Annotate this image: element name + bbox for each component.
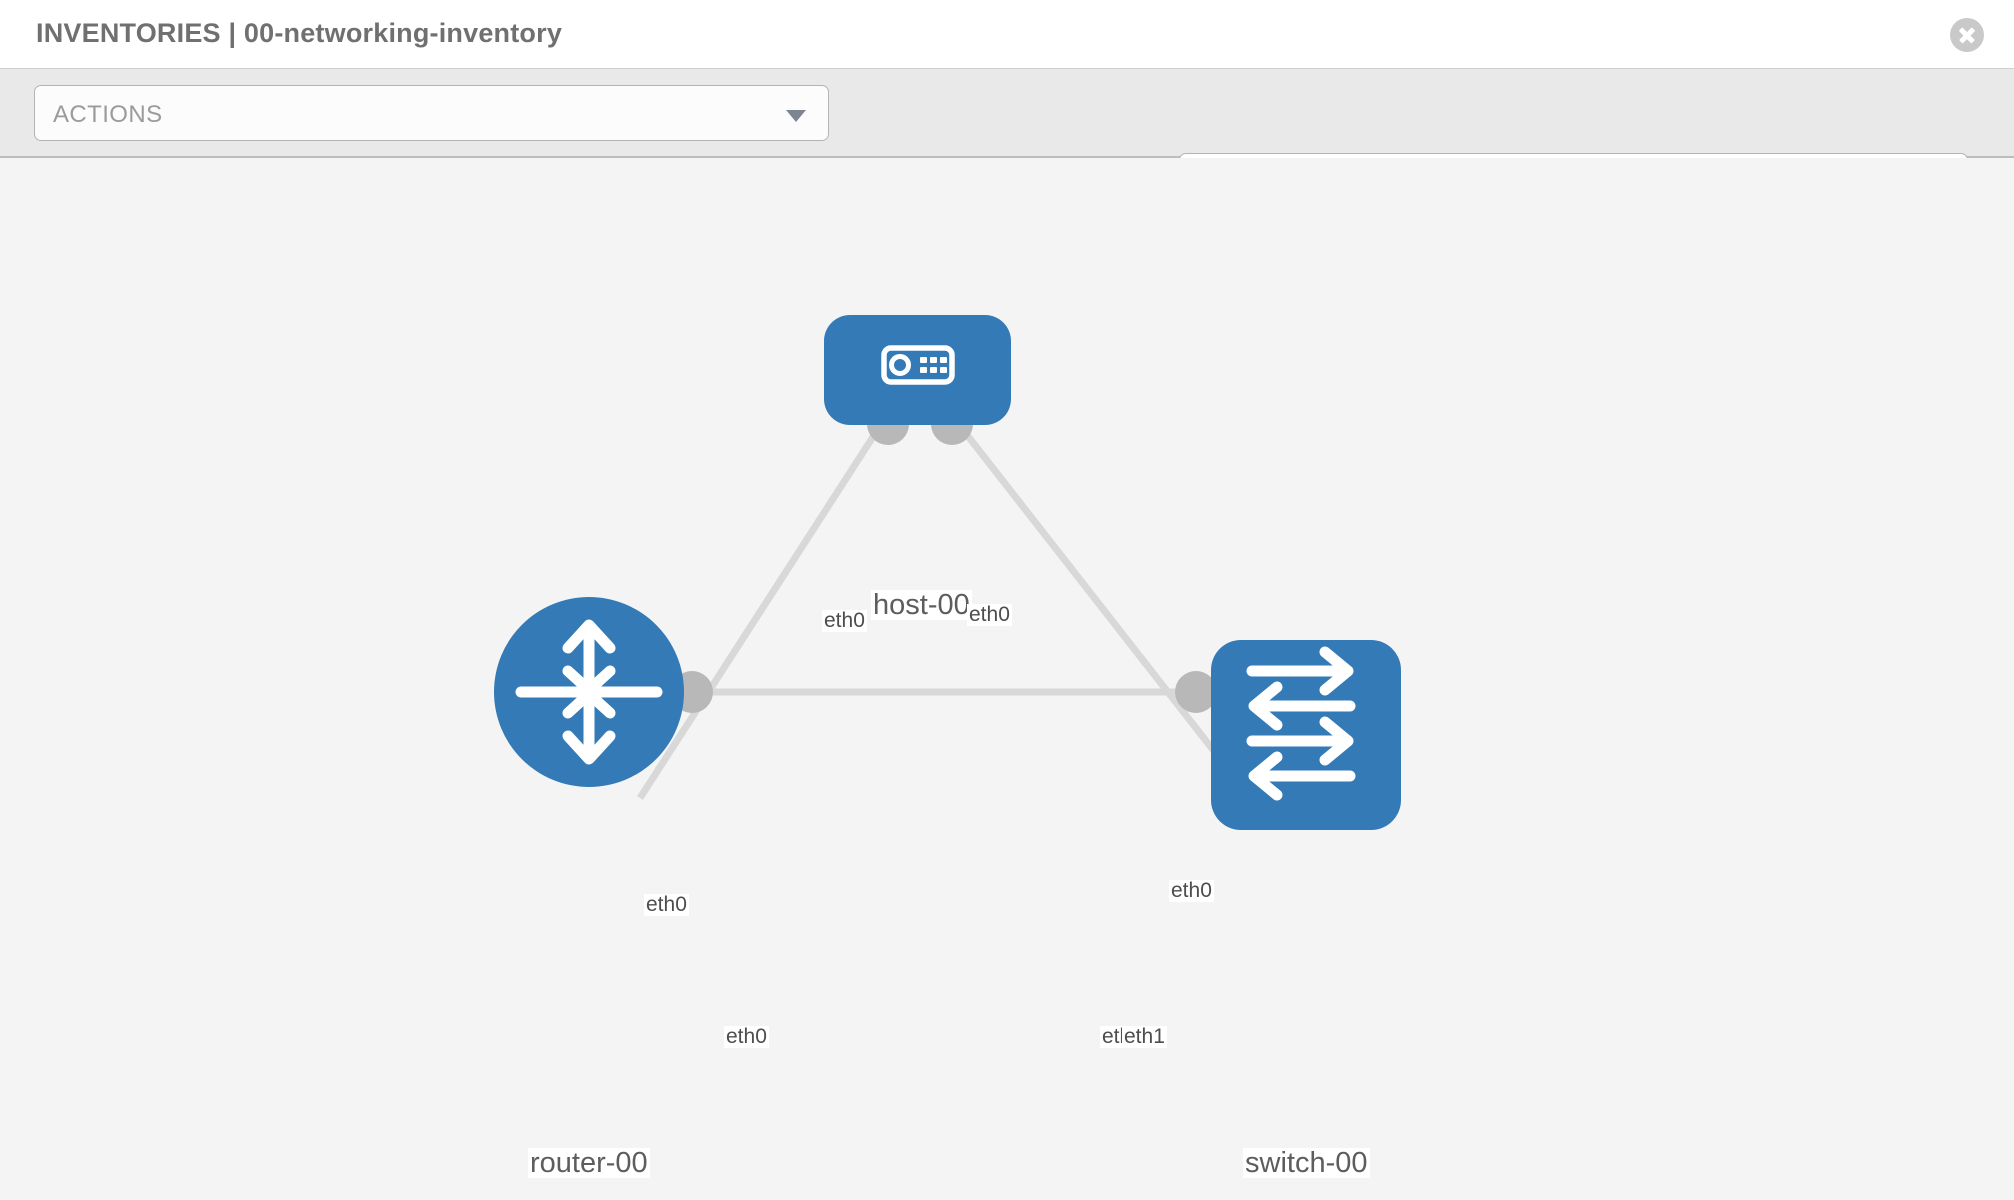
node-label-switch: switch-00 [1243, 1147, 1370, 1179]
iface-label-host-left: eth0 [822, 609, 867, 633]
iface-label-router-right: eth0 [724, 1025, 769, 1049]
iface-label-switch-up: eth0 [1169, 879, 1214, 903]
link-host-switch [957, 423, 1238, 781]
node-switch-00 [1211, 640, 1401, 830]
iface-label-router-up: eth0 [644, 893, 689, 917]
page-header: INVENTORIES | 00-networking-inventory [0, 0, 2014, 68]
toolbar: ACTIONS SEARCH [0, 68, 2014, 211]
close-icon[interactable] [1950, 18, 1984, 52]
topology-canvas[interactable]: host-00 router-00 switch-00 eth0 eth0 et… [0, 158, 2014, 1200]
iface-label-switch-left-b: eth1 [1122, 1025, 1167, 1049]
chevron-down-icon [786, 110, 806, 122]
page-title: INVENTORIES | 00-networking-inventory [36, 18, 563, 48]
topology-graph [494, 315, 1401, 830]
topology-links [637, 423, 1238, 800]
node-label-host: host-00 [871, 589, 972, 621]
actions-dropdown[interactable]: ACTIONS [34, 85, 829, 141]
node-host-00 [824, 315, 1011, 425]
node-router-00 [494, 597, 684, 787]
node-label-router: router-00 [528, 1147, 650, 1179]
iface-label-host-right: eth0 [967, 603, 1012, 627]
link-host-router [637, 424, 883, 800]
port-switch-left [1175, 671, 1217, 713]
actions-dropdown-label: ACTIONS [53, 101, 163, 128]
